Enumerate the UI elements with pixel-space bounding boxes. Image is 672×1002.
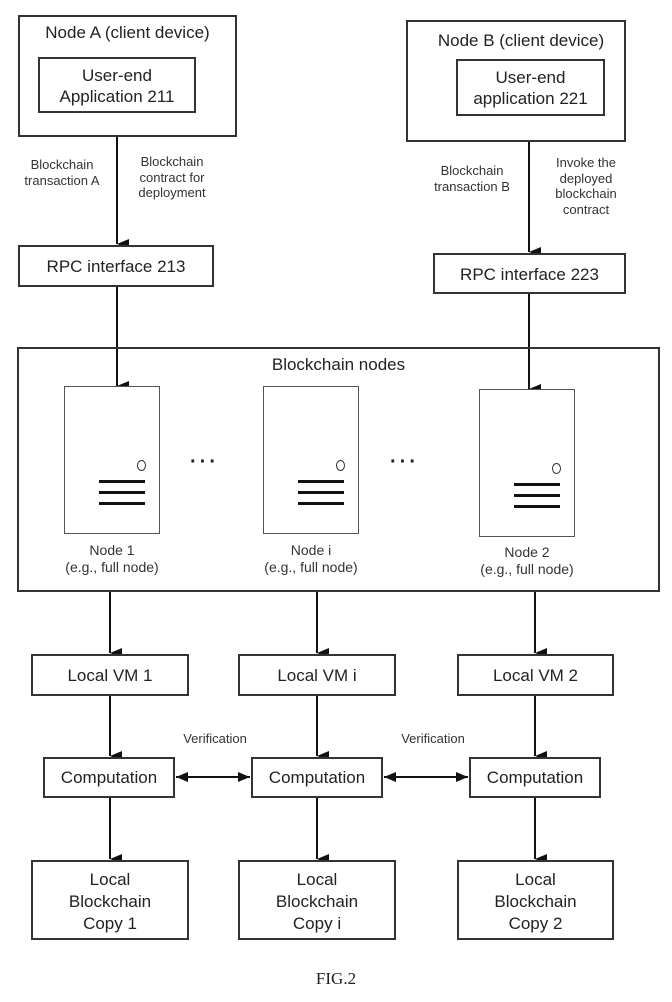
local-vm-2: Local VM 2 <box>457 654 614 696</box>
node-desc: (e.g., full node) <box>264 558 358 575</box>
ellipsis-1: ··· <box>190 451 219 473</box>
drive-bay <box>514 494 560 497</box>
computation-i-label: Computation <box>268 768 366 787</box>
rpc-interface-223: RPC interface 223 <box>433 253 626 294</box>
app-211-line1: User-end <box>82 66 152 85</box>
power-led-icon <box>137 460 146 471</box>
label-line: Blockchain <box>140 154 204 169</box>
label-blockchain-transaction-b: Blockchain transaction B <box>420 163 524 194</box>
label-line: Local <box>89 870 131 889</box>
ellipsis-2: ··· <box>390 451 419 473</box>
computation-2-label: Computation <box>486 768 584 787</box>
label-line: Copy 1 <box>83 914 137 933</box>
local-vm-i-label: Local VM i <box>277 666 357 685</box>
user-end-application-221: User-end application 221 <box>456 59 605 116</box>
rpc-interface-213: RPC interface 213 <box>18 245 214 287</box>
figure-caption: FIG.2 <box>315 969 357 988</box>
copy-1-label: Local Blockchain Copy 1 <box>33 869 187 935</box>
node-b-title: Node B (client device) <box>437 31 605 50</box>
label-contract-for-deployment: Blockchain contract for deployment <box>124 154 220 201</box>
drive-bay <box>298 502 344 505</box>
label-line: Blockchain <box>275 892 359 911</box>
computation-2: Computation <box>469 757 601 798</box>
node-name: Node i <box>290 542 332 558</box>
power-led-icon <box>552 463 561 474</box>
drive-bay <box>99 502 145 505</box>
copy-i-label: Local Blockchain Copy i <box>240 869 394 935</box>
label-line: transaction A <box>24 172 100 188</box>
blockchain-nodes-title: Blockchain nodes <box>271 355 406 374</box>
app-211-line2: Application 211 <box>59 87 175 106</box>
power-led-icon <box>336 460 345 471</box>
local-blockchain-copy-1: Local Blockchain Copy 1 <box>31 860 189 940</box>
label-line: Copy 2 <box>508 914 563 933</box>
local-vm-1: Local VM 1 <box>31 654 189 696</box>
label-line: Blockchain <box>440 163 504 178</box>
label-invoke-deployed-contract: Invoke the deployed blockchain contract <box>544 155 628 217</box>
drive-bay <box>99 480 145 483</box>
rpc-213-label: RPC interface 213 <box>46 257 186 276</box>
copy-2-label: Local Blockchain Copy 2 <box>459 869 612 935</box>
label-line: Local <box>515 870 556 889</box>
node-name: Node 1 <box>89 542 135 558</box>
computation-1: Computation <box>43 757 175 798</box>
label-line: transaction B <box>434 178 510 194</box>
verification-label-1: Verification <box>183 731 247 746</box>
node-a-title: Node A (client device) <box>45 23 210 42</box>
user-end-application-211: User-end Application 211 <box>38 57 196 113</box>
blockchain-nodes-box: Blockchain nodes <box>17 347 660 592</box>
server-node-1-icon <box>64 386 160 534</box>
drive-bay <box>514 483 560 486</box>
label-line: contract for <box>139 169 205 185</box>
label-line: deployment <box>138 185 206 201</box>
verification-label-2: Verification <box>401 731 465 746</box>
label-line: Local <box>296 870 338 889</box>
label-line: blockchain <box>555 186 617 202</box>
local-blockchain-copy-i: Local Blockchain Copy i <box>238 860 396 940</box>
computation-i: Computation <box>251 757 383 798</box>
label-line: Blockchain <box>30 157 94 172</box>
app-221-line1: User-end <box>495 68 566 87</box>
local-vm-i: Local VM i <box>238 654 396 696</box>
node-1-label: Node 1 (e.g., full node) <box>42 542 182 576</box>
server-node-i-icon <box>263 386 359 534</box>
label-line: Copy i <box>292 914 342 933</box>
rpc-223-label: RPC interface 223 <box>460 265 599 284</box>
node-desc: (e.g., full node) <box>480 560 574 577</box>
server-node-2-icon <box>479 389 575 537</box>
label-line: Invoke the <box>556 155 616 170</box>
app-221-line2: application 221 <box>473 89 588 108</box>
node-2-label: Node 2 (e.g., full node) <box>457 544 597 578</box>
computation-1-label: Computation <box>60 768 158 787</box>
local-vm-2-label: Local VM 2 <box>492 666 579 685</box>
node-desc: (e.g., full node) <box>65 558 159 575</box>
drive-bay <box>298 491 344 494</box>
label-line: Blockchain <box>68 892 152 911</box>
label-line: Blockchain <box>494 892 577 911</box>
node-i-label: Node i (e.g., full node) <box>241 542 381 576</box>
label-blockchain-transaction-a: Blockchain transaction A <box>10 157 114 188</box>
local-blockchain-copy-2: Local Blockchain Copy 2 <box>457 860 614 940</box>
drive-bay <box>99 491 145 494</box>
label-line: contract <box>562 201 610 217</box>
label-line: deployed <box>559 170 613 186</box>
drive-bay <box>298 480 344 483</box>
local-vm-1-label: Local VM 1 <box>67 666 153 685</box>
node-name: Node 2 <box>504 544 550 560</box>
drive-bay <box>514 505 560 508</box>
